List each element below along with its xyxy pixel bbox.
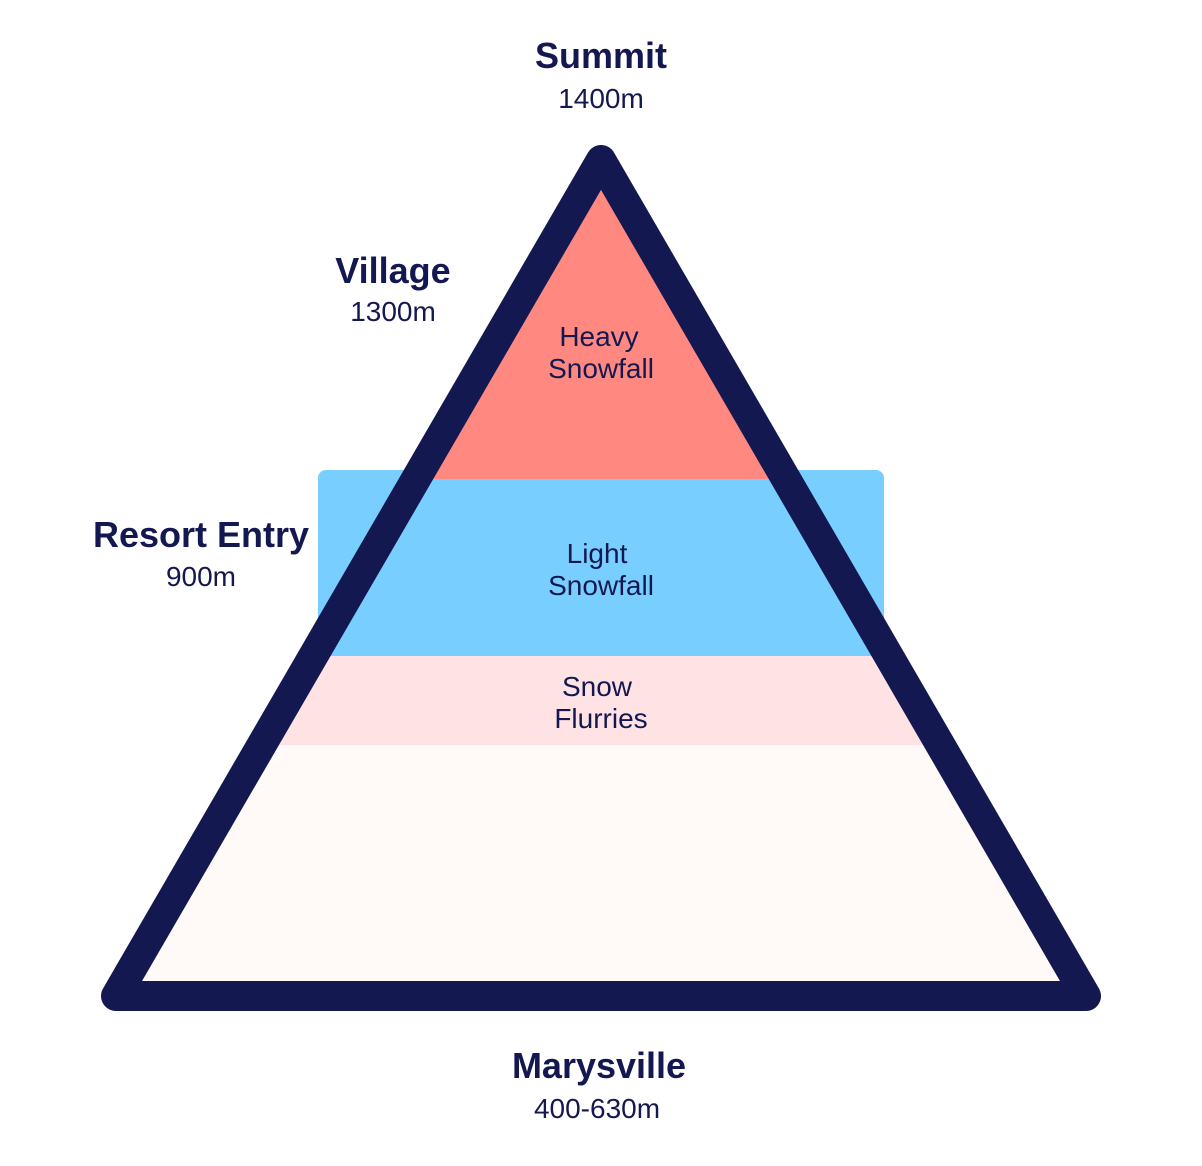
zone-light-line2: Snowfall [548,570,654,601]
resort-entry-title: Resort Entry [93,514,309,555]
zone-snow-flurries [266,648,935,745]
zone-heavy-snowfall-corner [422,455,780,479]
summit-elevation: 1400m [558,83,644,114]
zone-heavy-snowfall [422,166,780,472]
zone-heavy-line1: Heavy [559,321,638,352]
village-title: Village [335,250,450,291]
marysville-title: Marysville [512,1045,686,1086]
zone-heavy-line2: Snowfall [548,353,654,384]
zone-flurries-line2: Flurries [554,703,647,734]
zone-flurries-line1: Snow [562,671,633,702]
marysville-elevation: 400-630m [534,1093,660,1124]
resort-entry-elevation: 900m [166,561,236,592]
zone-light-snowfall [318,470,884,652]
summit-title: Summit [535,35,667,76]
village-elevation: 1300m [350,296,436,327]
zone-light-line1: Light [567,538,628,569]
mountain-outline [101,145,1101,1011]
